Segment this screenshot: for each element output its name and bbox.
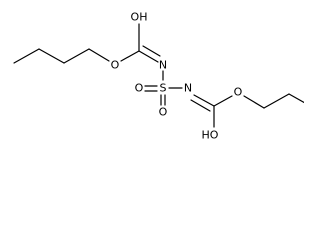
bond-butyl-top-1	[13, 48, 40, 64]
atom-label-ho-bottom: HO	[202, 129, 219, 142]
bond-butyl-bottom-1	[243, 95, 265, 109]
bond-butyl-top-3	[63, 48, 90, 64]
atom-label-oh-top: OH	[131, 11, 148, 24]
bond-n-carbon-double-bottom-b	[190, 99, 211, 112]
bond-butyl-bottom-2	[263, 93, 290, 109]
atom-label-o-ester-bottom: O	[234, 86, 243, 99]
atom-label-n-top: N	[159, 59, 167, 72]
atom-label-o-sulfonyl-left: O	[135, 82, 144, 95]
bond-ester-o-to-carbon-top	[120, 50, 140, 62]
bond-carbon-n-double-top-a	[138, 50, 159, 63]
atom-label-s: S	[160, 82, 167, 95]
atom-label-o-sulfonyl-bottom: O	[159, 106, 168, 119]
bond-butyl-bottom-3	[288, 93, 304, 104]
atom-label-o-ester-top: O	[111, 59, 120, 72]
bond-lines	[13, 23, 304, 128]
bond-n-carbon-double-bottom-a	[193, 94, 215, 107]
atom-label-n-right: N	[184, 82, 192, 95]
atom-labels: OH O N O S O N HO O	[111, 11, 243, 142]
bond-butyl-top-4	[88, 48, 110, 62]
chemical-structure-diagram: OH O N O S O N HO O	[13, 11, 304, 142]
bond-carbon-to-ester-o-bottom	[213, 95, 233, 107]
bond-butyl-top-2	[38, 48, 65, 64]
bond-carbon-n-double-top-b	[142, 45, 161, 57]
